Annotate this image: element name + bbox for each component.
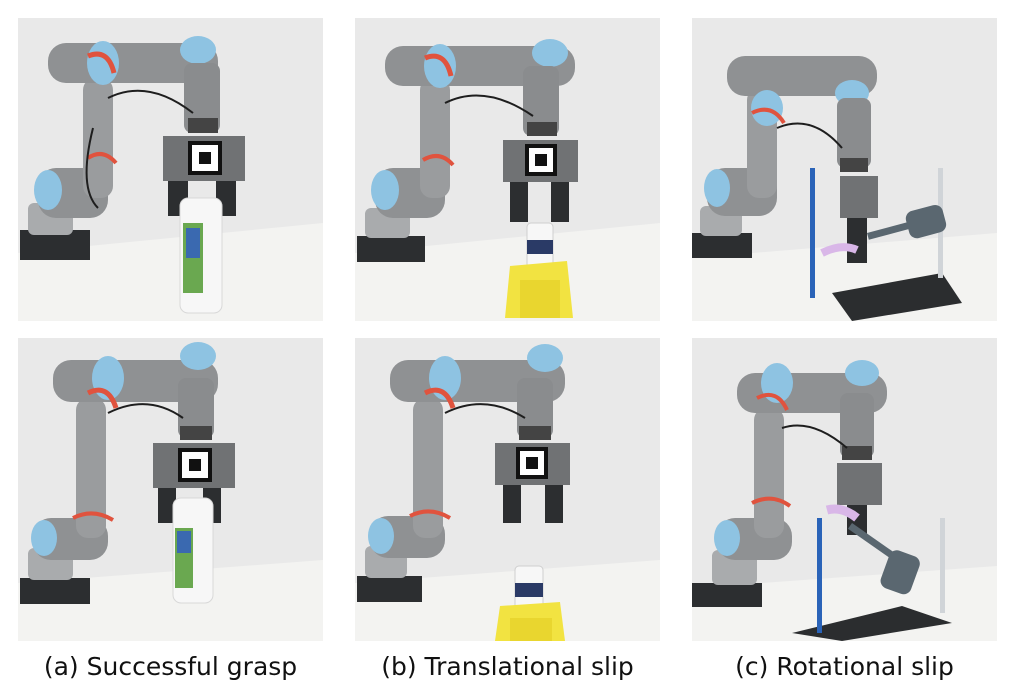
caption-translational-slip: (b) Translational slip [381,652,634,681]
caption-successful-grasp: (a) Successful grasp [43,652,298,681]
robot-grasp-scene-a-bottom [18,338,323,641]
photo-successful-grasp-before [18,18,323,321]
robot-grasp-scene-c-bottom [692,338,997,641]
photo-rotational-slip-after [692,338,997,641]
robot-grasp-scene-c-top [692,18,997,321]
caption-rotational-slip: (c) Rotational slip [735,652,954,681]
photo-successful-grasp-after [18,338,323,641]
robot-grasp-scene-b-bottom [355,338,660,641]
photo-translational-slip-after [355,338,660,641]
robot-grasp-scene-b-top [355,18,660,321]
photo-rotational-slip-before [692,18,997,321]
robot-grasp-scene-a-top [18,18,323,321]
photo-translational-slip-before [355,18,660,321]
